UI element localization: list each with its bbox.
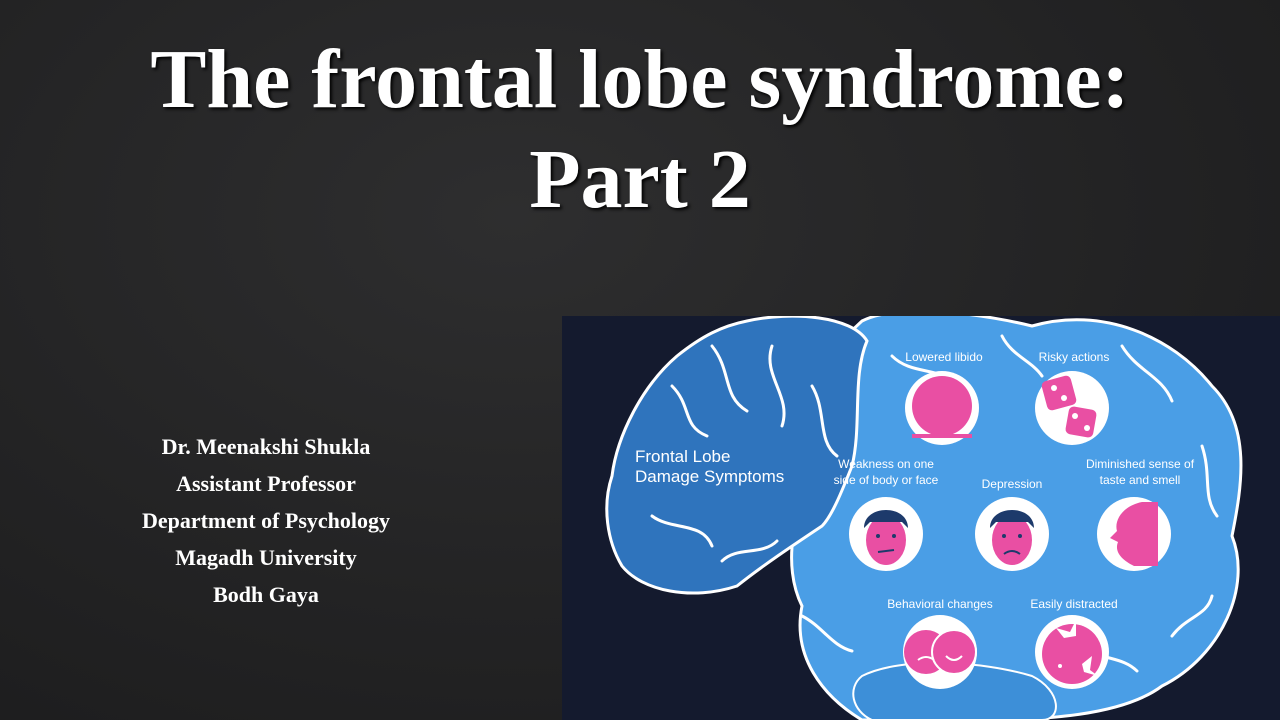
brain-illustration: Frontal Lobe Damage Symptoms Lowered lib… <box>605 316 1243 720</box>
label-weakness-line1: Weakness on one <box>838 457 934 471</box>
label-easily-distracted: Easily distracted <box>1030 597 1117 611</box>
slide-title-line2: Part 2 <box>529 133 751 226</box>
label-behavioral-changes: Behavioral changes <box>887 597 992 611</box>
masks-icon <box>903 615 977 689</box>
author-position: Assistant Professor <box>176 471 356 496</box>
author-location: Bodh Gaya <box>213 582 319 607</box>
face-weakness-icon <box>849 497 923 571</box>
author-name: Dr. Meenakshi Shukla <box>161 434 371 459</box>
author-block: Dr. Meenakshi Shukla Assistant Professor… <box>60 428 472 613</box>
label-weakness-line2: side of body or face <box>834 473 939 487</box>
author-department: Department of Psychology <box>141 508 391 533</box>
butterflies-icon <box>1035 615 1109 689</box>
libido-icon <box>905 371 979 445</box>
dice-icon <box>1035 371 1109 445</box>
label-taste-line2: taste and smell <box>1100 473 1181 487</box>
label-taste-line1: Diminished sense of <box>1086 457 1195 471</box>
label-depression: Depression <box>982 477 1043 491</box>
figure-heading-line1: Frontal Lobe <box>635 447 730 466</box>
face-profile-icon <box>1097 497 1171 571</box>
slide-title-line1: The frontal lobe syndrome: <box>150 33 1130 126</box>
figure-heading-line2: Damage Symptoms <box>635 467 784 486</box>
label-risky-actions: Risky actions <box>1039 350 1110 364</box>
face-depression-icon <box>975 497 1049 571</box>
slide-title: The frontal lobe syndrome: Part 2 <box>0 30 1280 230</box>
brain-figure: Frontal Lobe Damage Symptoms Lowered lib… <box>562 316 1280 720</box>
label-lowered-libido: Lowered libido <box>905 350 983 364</box>
author-university: Magadh University <box>175 545 357 570</box>
